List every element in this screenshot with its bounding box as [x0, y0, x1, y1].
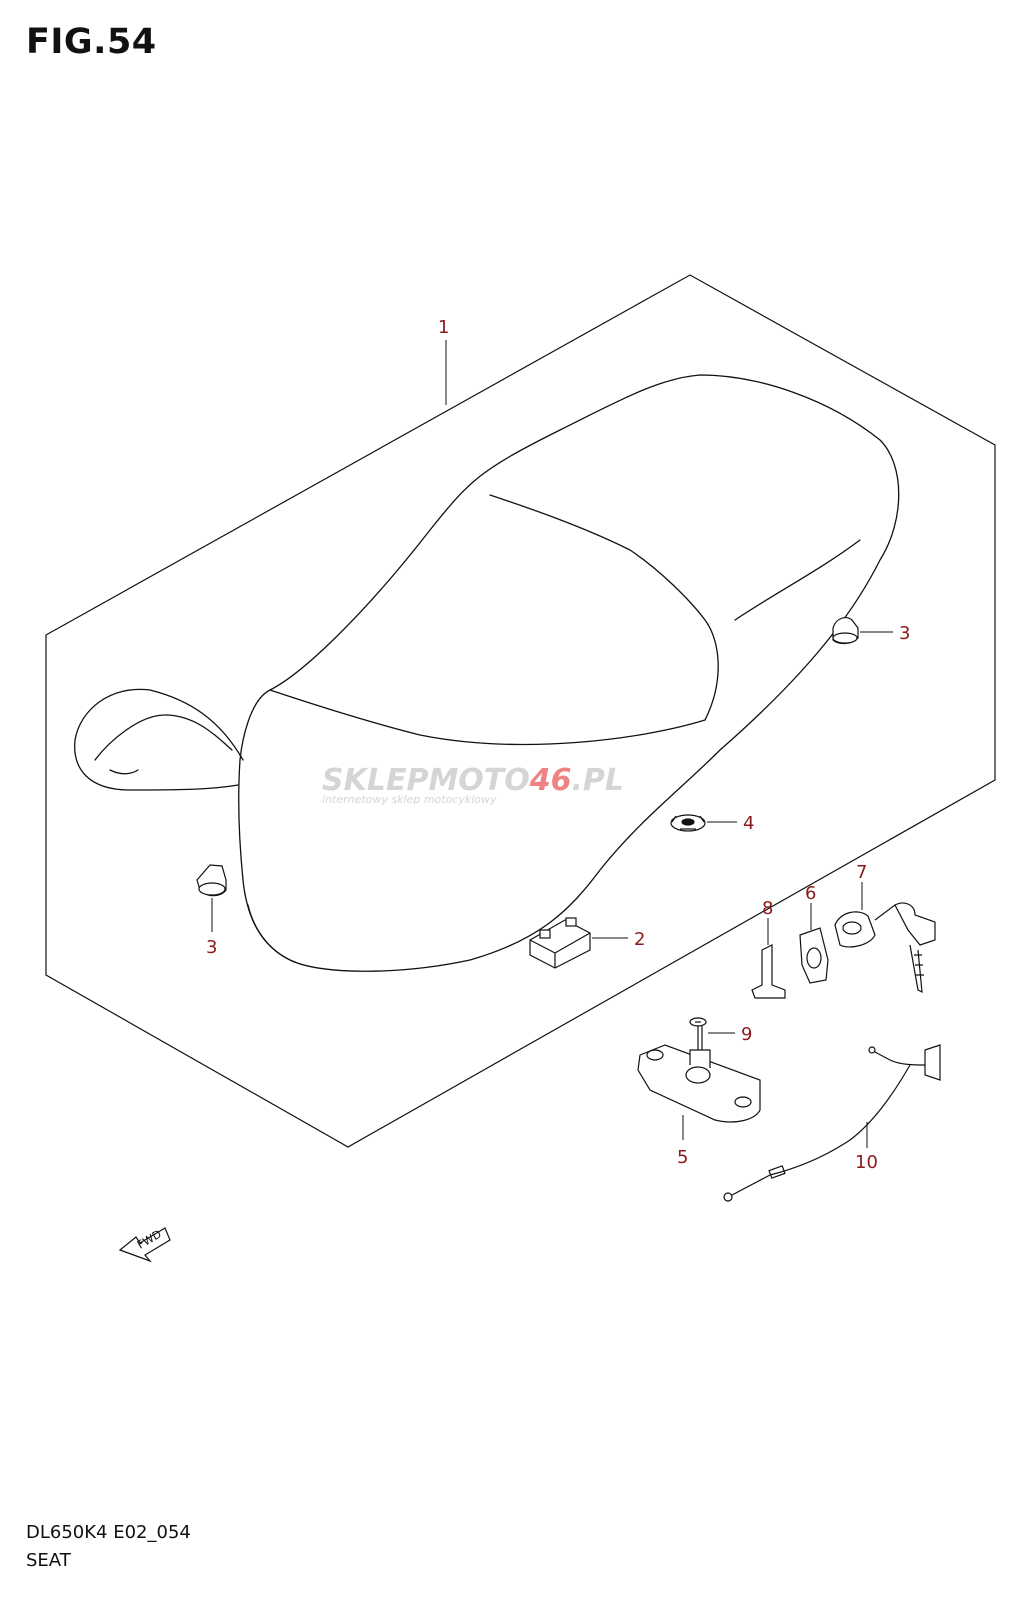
callout-3-left: 3: [206, 937, 217, 958]
lock-bracket-part-6: [799, 927, 829, 984]
svg-text:SKLEPMOTO46.PL: SKLEPMOTO46.PL: [322, 763, 624, 798]
callout-1: 1: [438, 317, 449, 338]
seat-cushion-part-3-left: [196, 864, 227, 897]
assembly-frame: [45, 274, 996, 1148]
nut-part-4: [670, 814, 706, 832]
diagram-title: SEAT: [26, 1550, 71, 1571]
callout-5: 5: [677, 1147, 688, 1168]
seat-lock-set-part-7: [834, 902, 936, 994]
seat-lock-clip-part-8: [751, 944, 786, 999]
watermark: SKLEPMOTO46.PL internetowy sklep motocyk…: [322, 763, 624, 806]
figure-title: FIG.54: [26, 22, 157, 62]
rubber-block-part-2: [529, 917, 591, 969]
callout-3-right: 3: [899, 623, 910, 644]
callout-10: 10: [855, 1152, 878, 1173]
svg-text:internetowy sklep motocyklowy: internetowy sklep motocyklowy: [322, 793, 497, 806]
forward-arrow-icon: FWD: [118, 1227, 171, 1263]
seat-drawing: [74, 374, 900, 972]
diagram-code: DL650K4 E02_054: [26, 1522, 191, 1543]
seat-lock-base-part-5: [637, 1044, 761, 1123]
callout-6: 6: [805, 883, 816, 904]
callout-4: 4: [743, 813, 754, 834]
callout-7: 7: [856, 862, 867, 883]
callout-2: 2: [634, 929, 645, 950]
callout-9: 9: [741, 1024, 752, 1045]
seat-cushion-part-3: [832, 617, 859, 645]
seat-lock-cable-part-10: [723, 1044, 941, 1202]
callout-8: 8: [762, 898, 773, 919]
